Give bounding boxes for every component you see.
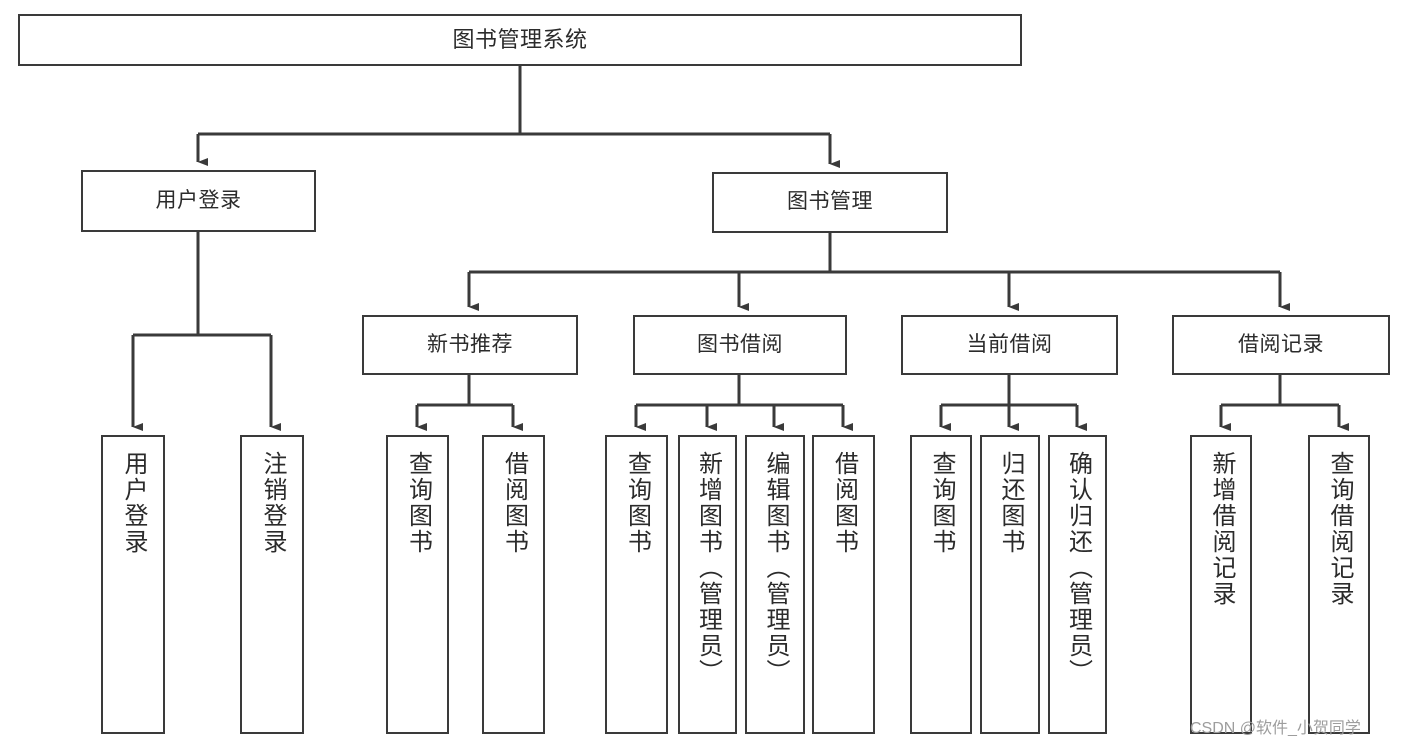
node-label: 注销登录 [259, 451, 286, 555]
node-label: 借阅记录 [1238, 332, 1324, 356]
node-label: 查询借阅记录 [1326, 451, 1353, 607]
leaf-borrowrecord-add-record[interactable]: 新增借阅记录 [1190, 435, 1252, 734]
leaf-currentborrow-confirm-return-admin[interactable]: 确认归还（管理员） [1048, 435, 1107, 734]
node-label: 新书推荐 [427, 332, 513, 356]
node-label: 查询图书 [928, 451, 955, 555]
node-user-login[interactable]: 用户登录 [81, 170, 316, 232]
node-label: 用户登录 [155, 188, 242, 212]
node-new-book-recommendation[interactable]: 新书推荐 [362, 315, 578, 375]
node-label: 新增借阅记录 [1208, 451, 1235, 607]
node-label: 图书管理系统 [452, 27, 588, 53]
leaf-currentborrow-query-books[interactable]: 查询图书 [910, 435, 972, 734]
node-label: 确认归还（管理员） [1064, 451, 1092, 685]
node-label: 用户登录 [120, 451, 147, 555]
leaf-bookborrow-query-books[interactable]: 查询图书 [605, 435, 668, 734]
node-label: 借阅图书 [830, 451, 858, 555]
leaf-newbook-borrow-books[interactable]: 借阅图书 [482, 435, 545, 734]
node-label: 查询图书 [623, 451, 651, 555]
leaf-bookborrow-edit-book-admin[interactable]: 编辑图书（管理员） [745, 435, 805, 734]
node-label: 借阅图书 [500, 451, 528, 555]
node-label: 当前借阅 [966, 332, 1053, 356]
node-label: 图书借阅 [697, 332, 783, 356]
leaf-borrowrecord-query-record[interactable]: 查询借阅记录 [1308, 435, 1370, 734]
leaf-currentborrow-return-books[interactable]: 归还图书 [980, 435, 1040, 734]
leaf-bookborrow-add-book-admin[interactable]: 新增图书（管理员） [678, 435, 737, 734]
node-root-book-management-system[interactable]: 图书管理系统 [18, 14, 1022, 66]
node-borrowing-record[interactable]: 借阅记录 [1172, 315, 1390, 375]
csdn-watermark: CSDN @软件_小贺同学 [1190, 720, 1361, 737]
node-current-borrowing[interactable]: 当前借阅 [901, 315, 1118, 375]
node-label: 编辑图书（管理员） [762, 451, 789, 685]
leaf-user-login[interactable]: 用户登录 [101, 435, 165, 734]
node-book-borrowing[interactable]: 图书借阅 [633, 315, 847, 375]
node-label: 归还图书 [997, 451, 1024, 555]
leaf-bookborrow-borrow-books[interactable]: 借阅图书 [812, 435, 875, 734]
node-label: 图书管理 [787, 190, 873, 214]
node-label: 查询图书 [404, 451, 432, 555]
node-label: 新增图书（管理员） [694, 451, 722, 685]
leaf-newbook-query-books[interactable]: 查询图书 [386, 435, 449, 734]
leaf-logout-login[interactable]: 注销登录 [240, 435, 304, 734]
node-book-management[interactable]: 图书管理 [712, 172, 948, 233]
